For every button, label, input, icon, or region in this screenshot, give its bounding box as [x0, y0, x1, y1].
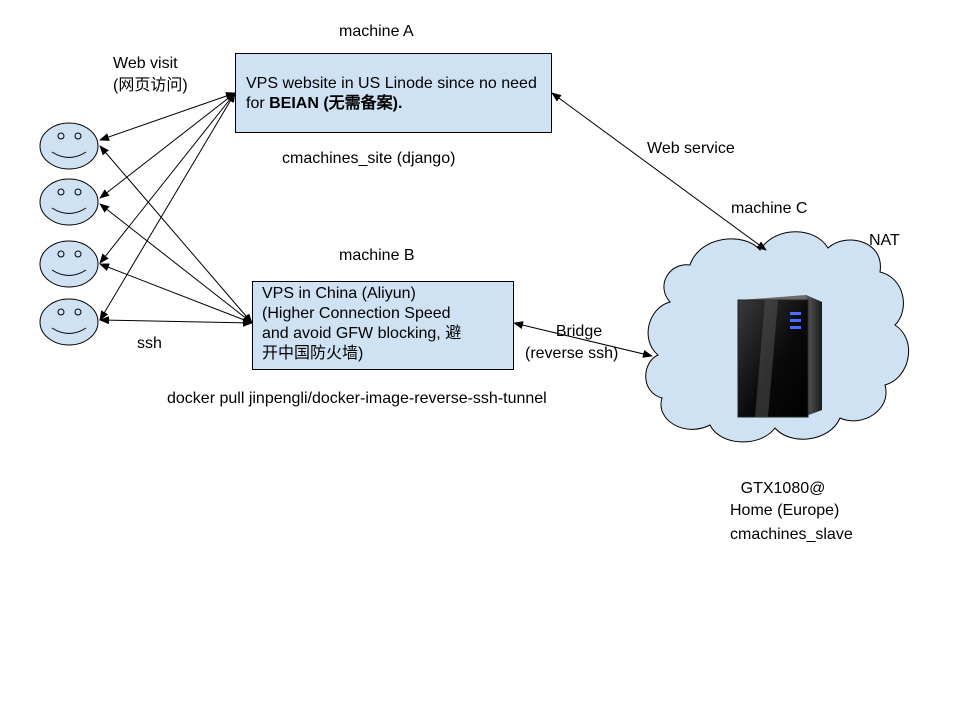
machine-b-line: (Higher Connection Speed [262, 305, 451, 322]
smiley-face-icon [39, 122, 99, 170]
machine-a-box-bold: BEIAN (无需备案). [269, 95, 403, 112]
ssh-arrow [99, 203, 253, 324]
bridge-label: Bridge [555, 323, 603, 340]
machine-c-caption-line: GTX1080@ [740, 480, 826, 497]
web-visit-label: Web visit [113, 55, 178, 72]
web-visit-cn-label: (网页访问) [113, 77, 188, 94]
nat-label: NAT [869, 232, 900, 249]
machine-c-title: machine C [731, 200, 808, 217]
web-visit-arrow [99, 92, 236, 141]
machine-c-caption-line: Home (Europe) [730, 502, 840, 519]
machine-b-caption: docker pull jinpengli/docker-image-rever… [167, 390, 547, 407]
web-service-arrow [551, 92, 767, 251]
web-visit-arrow [99, 92, 236, 321]
ssh-arrow [99, 316, 253, 327]
machine-b-box: VPS in China (Aliyun) (Higher Connection… [252, 281, 514, 370]
smiley-face-icon [39, 240, 99, 288]
bridge-arrow [513, 321, 653, 358]
ssh-arrow [99, 263, 253, 324]
ssh-label: ssh [137, 335, 162, 352]
web-visit-arrow [99, 92, 236, 199]
machine-b-line: VPS in China (Aliyun) [262, 285, 416, 302]
bridge-sub-label: (reverse ssh) [525, 345, 619, 362]
machine-b-line: 开中国防火墙) [262, 345, 364, 362]
smiley-face-icon [39, 178, 99, 226]
machine-c-caption-line: cmachines_slave [730, 526, 853, 543]
machine-b-line: and avoid GFW blocking, 避 [262, 325, 462, 342]
server-tower-icon [737, 295, 822, 418]
web-service-label: Web service [647, 140, 735, 157]
smiley-face-icon [39, 298, 99, 346]
machine-a-box-text: VPS website in US Linode since no need f… [246, 75, 537, 112]
machine-a-title: machine A [339, 23, 414, 40]
machine-a-box: VPS website in US Linode since no need f… [235, 53, 552, 133]
web-visit-arrow [99, 92, 236, 264]
machine-b-title: machine B [339, 247, 415, 264]
machine-a-caption: cmachines_site (django) [282, 150, 456, 167]
